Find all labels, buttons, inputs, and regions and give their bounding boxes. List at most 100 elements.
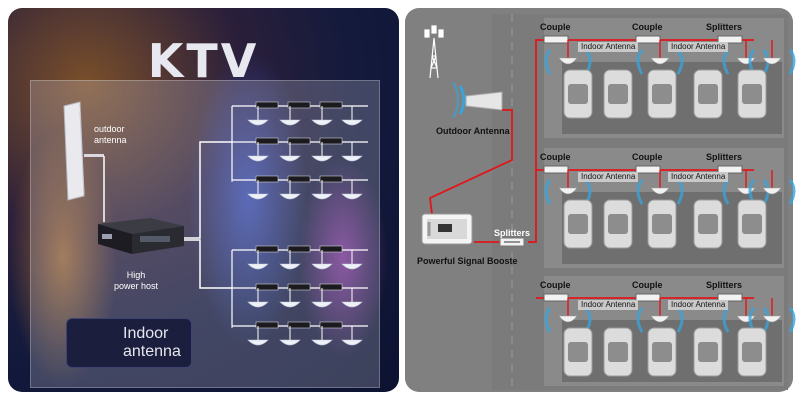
indoor-antenna-icon xyxy=(762,57,782,65)
car-icon xyxy=(563,327,593,377)
splitter-icon xyxy=(287,283,311,291)
power-host-icon xyxy=(98,218,184,254)
car-icon xyxy=(603,69,633,119)
indoor-antenna-icon xyxy=(279,119,301,126)
antenna-row xyxy=(231,101,368,126)
splitter-icon xyxy=(319,137,343,145)
indoor-antenna-icon xyxy=(247,301,269,308)
indoor-antenna-icon xyxy=(247,119,269,126)
indoor-antenna-label: Indoor Antenna xyxy=(578,172,639,182)
splitter-icon xyxy=(255,283,279,291)
booster-label: Powerful Signal Booste xyxy=(417,256,518,266)
splitter-icon xyxy=(319,283,343,291)
indoor-antenna-groups xyxy=(231,101,368,346)
indoor-antenna-icon xyxy=(311,193,333,200)
indoor-antenna-icon xyxy=(247,155,269,162)
parking-antenna-rows xyxy=(543,35,796,377)
car-icon xyxy=(563,199,593,249)
splitter-icon xyxy=(287,321,311,329)
indoor-antenna-icon xyxy=(341,119,363,126)
couple-label: Couple xyxy=(540,280,571,290)
trunk-cables xyxy=(184,141,232,289)
splitter-icon xyxy=(287,175,311,183)
parking-row-middle xyxy=(543,165,796,249)
couple-label: Couple xyxy=(540,152,571,162)
splitter-icon xyxy=(717,293,743,302)
indoor-antenna-badge: Indoor antenna xyxy=(66,318,192,368)
indoor-antenna-icon xyxy=(247,263,269,270)
ktv-title: KTV xyxy=(147,34,260,88)
parking-row-top xyxy=(543,35,796,119)
splitter-icon xyxy=(717,165,743,174)
indoor-antenna-icon xyxy=(247,193,269,200)
outdoor-antenna-label: outdoor antenna xyxy=(94,124,127,145)
car-icon xyxy=(737,69,767,119)
indoor-antenna-icon xyxy=(762,315,782,323)
car-icon xyxy=(693,69,723,119)
antenna-row xyxy=(231,245,368,270)
indoor-antenna-icon xyxy=(247,339,269,346)
splitter-icon xyxy=(255,245,279,253)
car-icon xyxy=(563,69,593,119)
splitters-label: Splitters xyxy=(706,280,743,290)
indoor-antenna-label: Indoor Antenna xyxy=(668,300,729,310)
car-icon xyxy=(737,199,767,249)
indoor-antenna-label: Indoor Antenna xyxy=(668,42,729,52)
couple-label: Couple xyxy=(540,22,571,32)
coupler-icon xyxy=(543,35,569,44)
signal-booster-icon xyxy=(421,213,473,245)
car-icon xyxy=(693,199,723,249)
parking-row-bottom xyxy=(543,293,796,377)
splitters-label: Splitters xyxy=(706,22,743,32)
host-label: High power host xyxy=(114,270,159,291)
indoor-antenna-icon xyxy=(311,263,333,270)
outdoor-antenna-icon xyxy=(63,101,104,201)
cell-tower-icon xyxy=(424,25,444,79)
main-splitter-label: Splitters xyxy=(494,228,531,238)
splitter-icon xyxy=(717,35,743,44)
indoor-antenna-icon xyxy=(650,57,670,65)
car-icon xyxy=(603,327,633,377)
car-icon xyxy=(603,199,633,249)
indoor-antenna-icon xyxy=(341,301,363,308)
indoor-antenna-icon xyxy=(279,339,301,346)
indoor-antenna-label: Indoor Antenna xyxy=(578,42,639,52)
indoor-antenna-icon xyxy=(311,155,333,162)
outdoor-antenna-label: Outdoor Antenna xyxy=(436,126,510,136)
indoor-antenna-icon xyxy=(341,155,363,162)
couple-label: Couple xyxy=(632,152,663,162)
indoor-antenna-icon xyxy=(311,119,333,126)
indoor-antenna-icon xyxy=(341,193,363,200)
indoor-antenna-icon xyxy=(650,315,670,323)
indoor-antenna-icon xyxy=(650,187,670,195)
car-icon xyxy=(737,327,767,377)
indoor-antenna-icon xyxy=(341,339,363,346)
antenna-row xyxy=(231,321,368,346)
antenna-row xyxy=(231,137,368,162)
indoor-antenna-icon xyxy=(558,187,578,195)
splitter-icon xyxy=(319,101,343,109)
antenna-row xyxy=(231,175,368,200)
splitter-icon xyxy=(255,321,279,329)
background-light xyxy=(298,158,388,358)
splitter-icon xyxy=(255,137,279,145)
splitter-icon xyxy=(287,137,311,145)
splitter-icon xyxy=(319,175,343,183)
indoor-antenna-icon xyxy=(279,301,301,308)
splitter-icon xyxy=(319,321,343,329)
indoor-antenna-icon xyxy=(311,339,333,346)
indoor-antenna-icon xyxy=(279,193,301,200)
indoor-antenna-label: Indoor Antenna xyxy=(668,172,729,182)
indoor-antenna-badge-label: Indoor antenna xyxy=(123,325,181,360)
couple-label: Couple xyxy=(632,22,663,32)
indoor-antenna-icon xyxy=(558,57,578,65)
car-icon xyxy=(647,199,677,249)
splitters-label: Splitters xyxy=(706,152,743,162)
splitter-icon xyxy=(287,101,311,109)
indoor-antenna-icon xyxy=(341,263,363,270)
car-icon xyxy=(693,327,723,377)
coupler-icon xyxy=(635,165,661,174)
splitter-icon xyxy=(287,245,311,253)
